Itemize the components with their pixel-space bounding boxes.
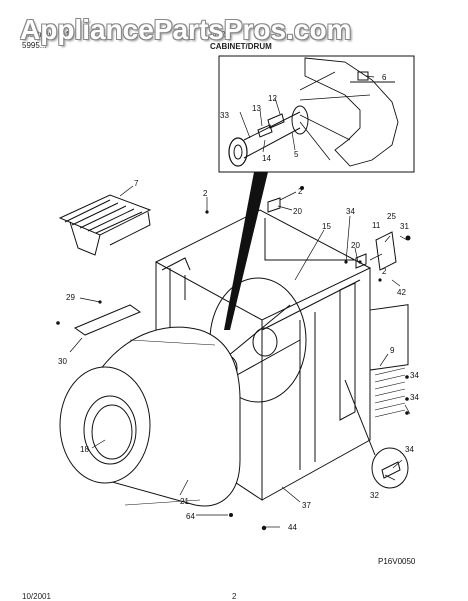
footer-date: 10/2001 bbox=[22, 592, 51, 601]
callout-32: 33 bbox=[220, 111, 229, 120]
callout-34b: 34 bbox=[410, 371, 419, 380]
detail-pointer bbox=[224, 172, 268, 330]
callout-15: 15 bbox=[322, 222, 331, 231]
clip-20b bbox=[355, 253, 367, 269]
figure-code: P16V0050 bbox=[378, 557, 416, 566]
brand-line: Electrolux Info bbox=[22, 30, 73, 39]
callout-6: 6 bbox=[382, 73, 387, 82]
drying-rack bbox=[58, 194, 152, 256]
callout-7: 7 bbox=[134, 179, 139, 188]
inset-detail-box bbox=[218, 55, 415, 173]
heater-element bbox=[369, 304, 409, 418]
callout-64: 64 bbox=[186, 512, 195, 521]
callout-20: 20 bbox=[293, 207, 302, 216]
callout-2b: 2 bbox=[298, 187, 303, 196]
callout-25: 25 bbox=[387, 212, 396, 221]
callout-13: 13 bbox=[252, 104, 261, 113]
callout-2c: 2 bbox=[382, 267, 387, 276]
callout-21: 21 bbox=[180, 497, 189, 506]
callout-33: 32 bbox=[370, 491, 379, 500]
callout-30: 30 bbox=[58, 357, 67, 366]
toe-panel bbox=[73, 304, 142, 336]
callout-34d: 34 bbox=[405, 445, 414, 454]
callout-9: 9 bbox=[390, 346, 395, 355]
watermark-logo: AppliancePartsPros.com bbox=[20, 14, 352, 45]
callout-20b: 20 bbox=[351, 241, 360, 250]
callout-44: 44 bbox=[288, 523, 297, 532]
callout-5: 5 bbox=[294, 150, 299, 159]
callout-18: 18 bbox=[80, 445, 89, 454]
callout-29: 29 bbox=[66, 293, 75, 302]
footer-page-number: 2 bbox=[232, 592, 237, 601]
callout-2: 2 bbox=[203, 189, 208, 198]
callout-11: 11 bbox=[372, 221, 381, 230]
callout-34: 34 bbox=[346, 207, 355, 216]
callout-42: 42 bbox=[397, 288, 406, 297]
drum bbox=[59, 326, 241, 507]
publication-line: 5995... bbox=[22, 41, 47, 50]
section-title: CABINET/DRUM bbox=[210, 42, 272, 51]
bracket-11 bbox=[375, 231, 397, 271]
callout-labels: 6 12 13 33 5 14 7 2 2 20 34 15 25 11 31 … bbox=[58, 73, 419, 532]
callout-31: 31 bbox=[400, 222, 409, 231]
sensor-detail bbox=[344, 379, 409, 489]
clip-20 bbox=[267, 197, 281, 213]
callout-37: 37 bbox=[302, 501, 311, 510]
callout-14: 14 bbox=[262, 154, 271, 163]
callout-34c: 34 bbox=[410, 393, 419, 402]
model-line: LER... bbox=[210, 30, 233, 39]
callout-12: 12 bbox=[268, 94, 277, 103]
